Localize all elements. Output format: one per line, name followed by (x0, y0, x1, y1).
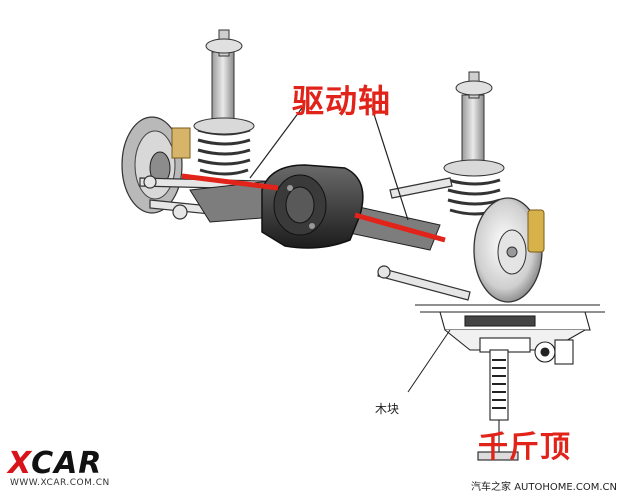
left-wheel-hub (121, 116, 191, 214)
wood-block-leader (407, 329, 451, 393)
right-strut (443, 71, 505, 216)
right-brake-disc (473, 197, 545, 303)
left-strut (193, 29, 255, 176)
jack-label: 千斤顶 (478, 430, 571, 465)
xcar-logo: XCAR (8, 446, 103, 481)
drive-shaft-leaders (249, 107, 409, 221)
differential (261, 164, 364, 249)
autohome-watermark: 汽车之家 AUTOHOME.COM.CN (471, 482, 617, 493)
xcar-logo-url: WWW.XCAR.COM.CN (10, 478, 110, 488)
drive-shaft-highlights (181, 173, 446, 243)
drive-shaft-label: 驱动轴 (292, 82, 392, 120)
wood-block-label: 木块 (375, 402, 400, 416)
jack-assembly (415, 304, 605, 461)
